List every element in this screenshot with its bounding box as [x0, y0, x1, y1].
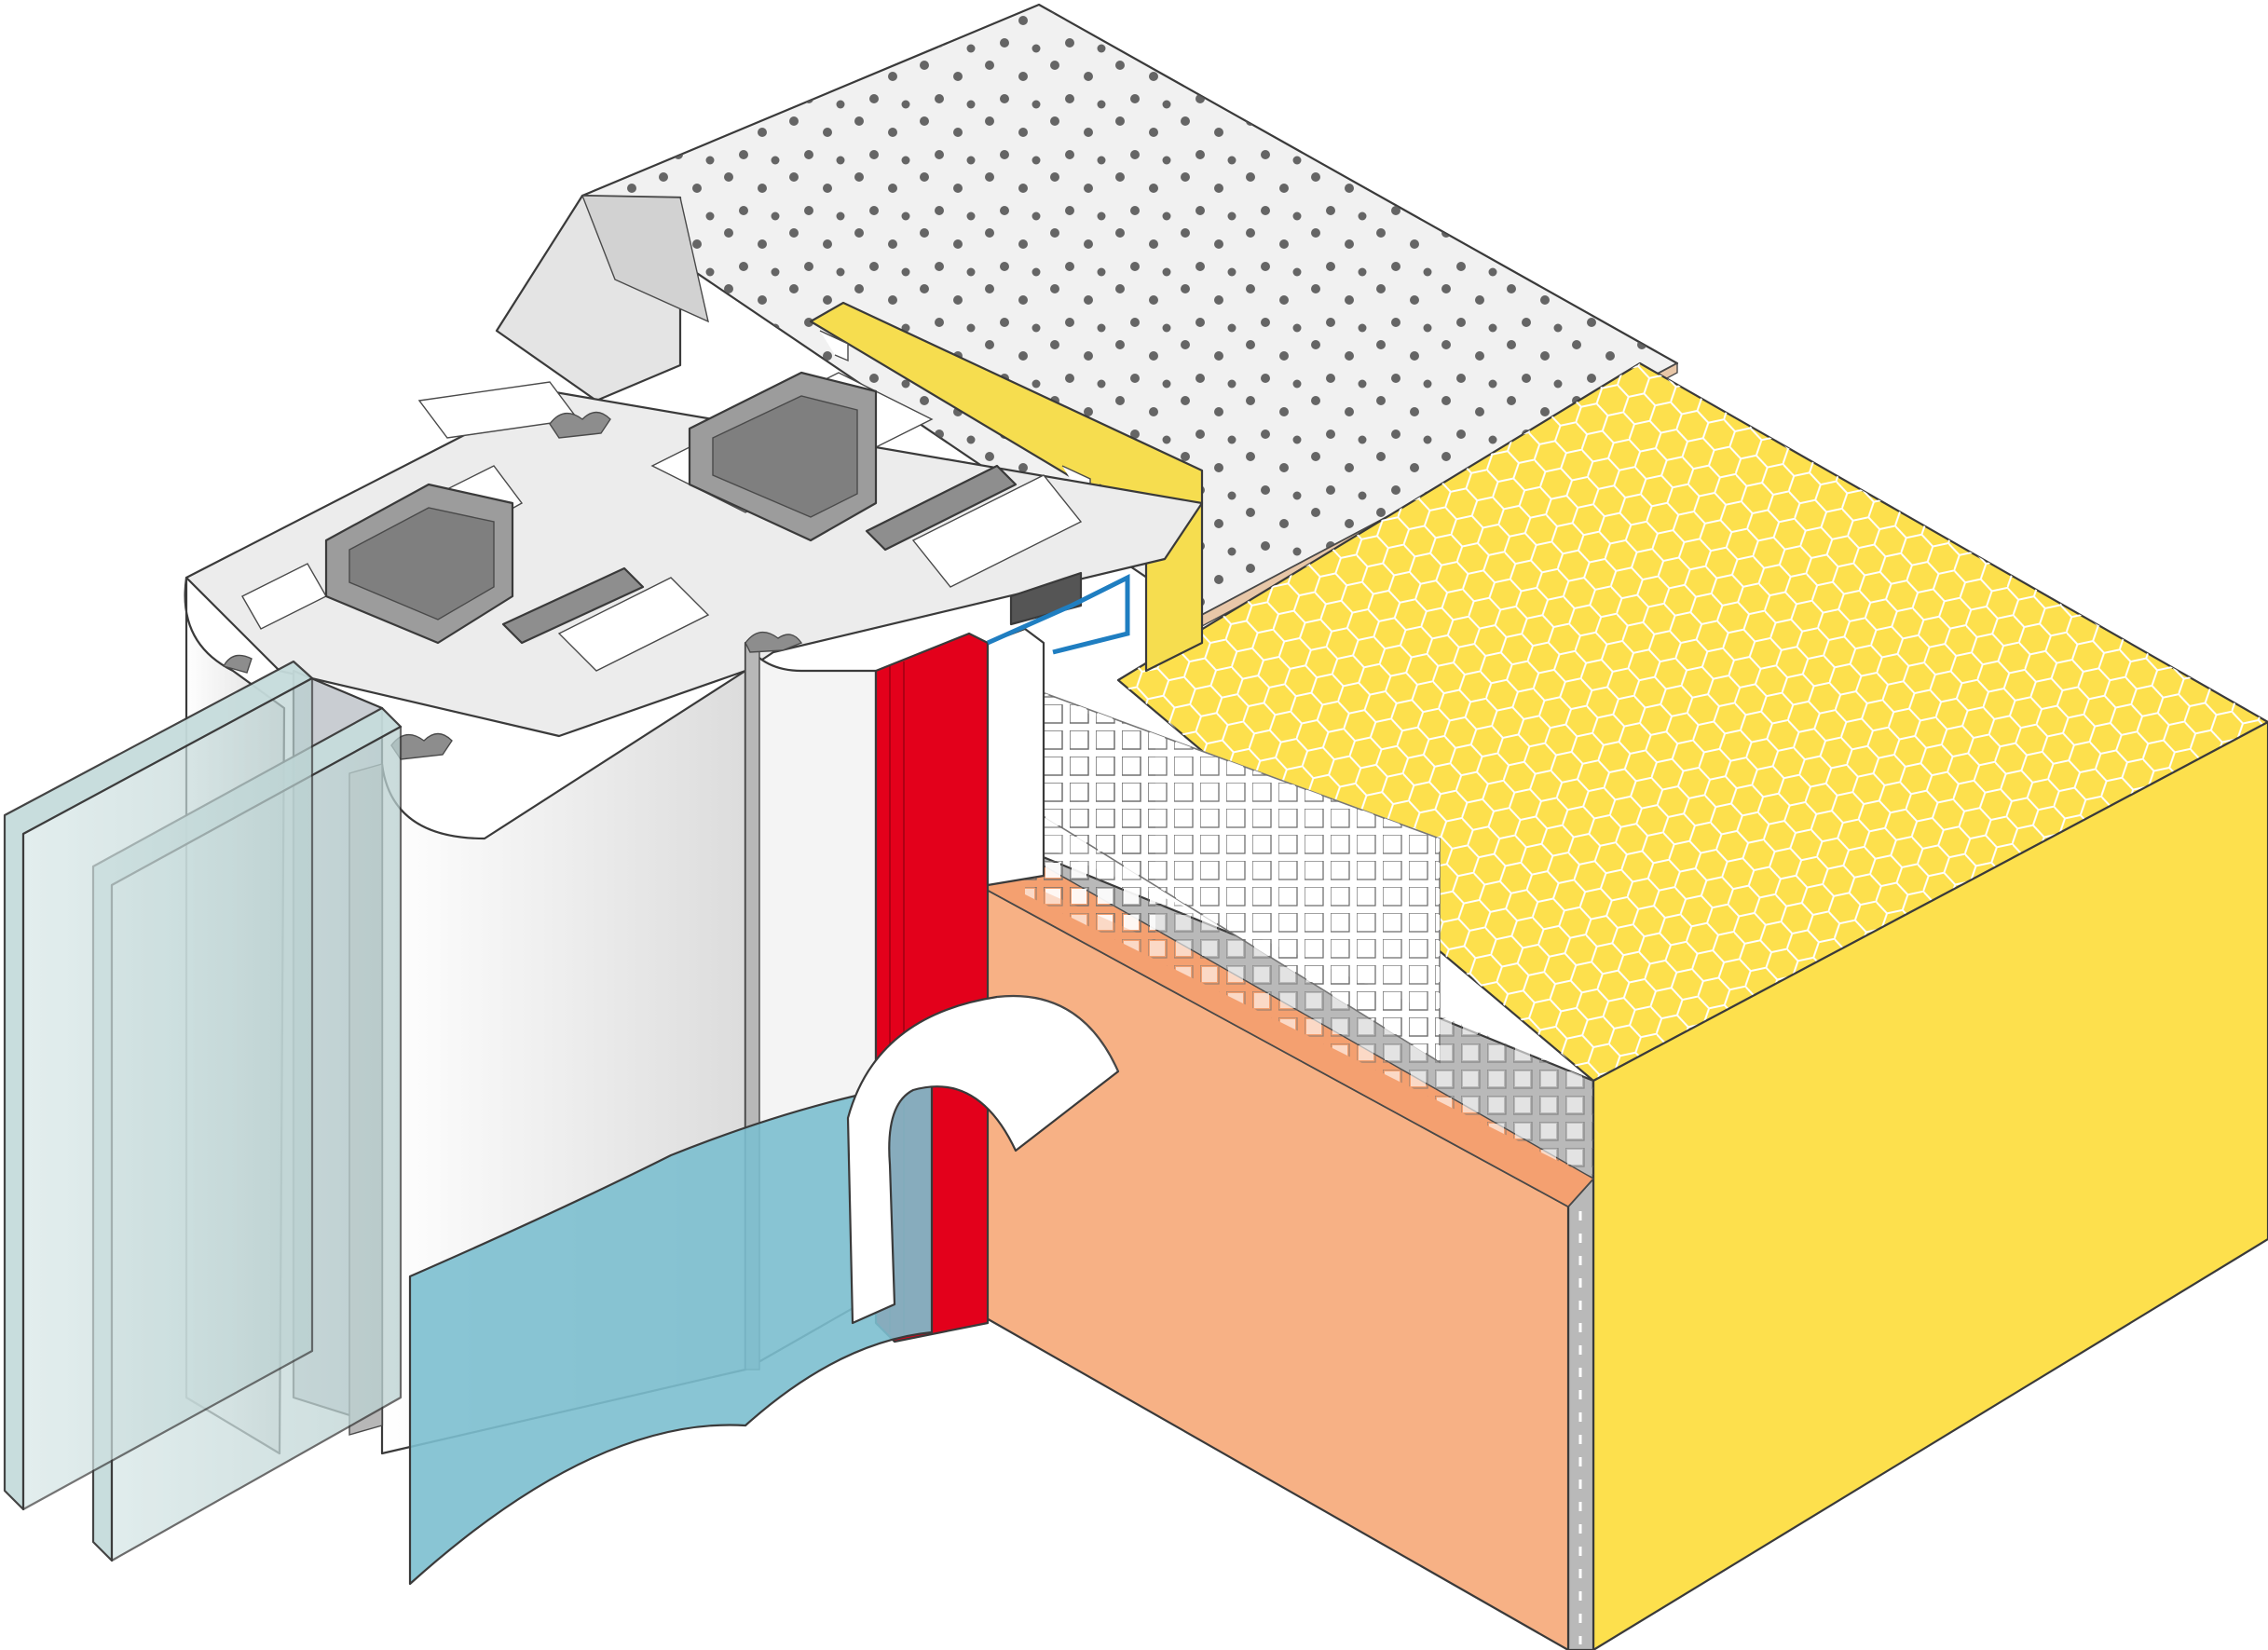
steel-reinforcement — [324, 371, 1018, 645]
rail — [495, 194, 709, 402]
blue-edge-profile — [986, 573, 1130, 655]
gasket — [222, 411, 1083, 760]
folded-profile — [986, 627, 1045, 887]
vapour-membrane — [408, 1079, 934, 1586]
glazing-pane-outer — [3, 660, 314, 1511]
drainage-channel — [846, 994, 1120, 1325]
